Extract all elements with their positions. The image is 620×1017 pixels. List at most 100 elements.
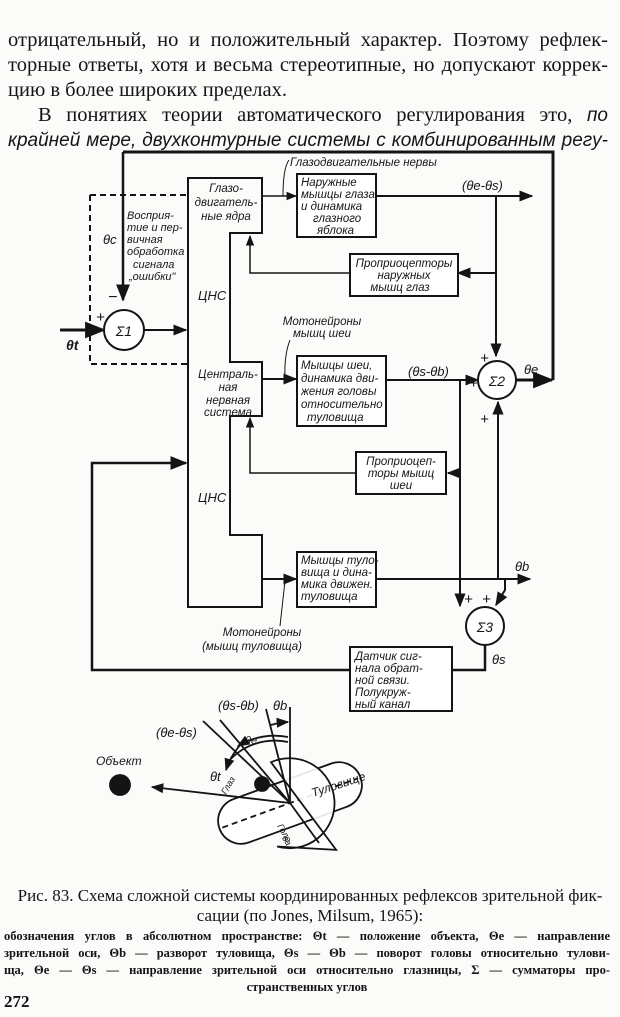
angle-label-theta-b: θb (273, 698, 287, 713)
svg-text:динамика дви-: динамика дви- (301, 373, 379, 385)
svg-text:Централь-: Централь- (198, 369, 258, 381)
svg-text:мика движен.: мика движен. (301, 579, 373, 591)
head-label: ва (280, 834, 293, 847)
trunk-to-sum3 (495, 579, 508, 607)
sum2-plus-top: + (480, 350, 489, 367)
angle-label-theta-e: θe (245, 735, 257, 747)
axis-line-1 (202, 720, 291, 804)
cns-upper-label: ЦНС (198, 288, 227, 303)
sum2-plus-bottom: + (480, 411, 489, 428)
text-line: цию в более широких пределах. (8, 79, 287, 101)
svg-text:Мышцы туло-: Мышцы туло- (301, 555, 379, 567)
feedback-line-theta-e (123, 150, 555, 380)
svg-text:Мышцы шеи,: Мышцы шеи, (301, 360, 372, 372)
svg-text:мышцы глаза: мышцы глаза (301, 189, 375, 201)
text-line: В понятиях теории автоматического регули… (8, 103, 608, 128)
neck-proprio-return (245, 416, 356, 474)
svg-text:Восприя-: Восприя- (127, 210, 174, 222)
neck-proprio-box (355, 451, 447, 495)
svg-text:Наружные: Наружные (301, 177, 357, 189)
eye-muscles-box (296, 173, 377, 238)
svg-text:яблока: яблока (316, 225, 354, 237)
svg-text:двигатель-: двигатель- (195, 197, 258, 209)
theta-c-label: θc (103, 232, 117, 247)
cns-block (187, 177, 263, 608)
caption-title-line: сации (по Jones, Milsum, 1965): (196, 906, 424, 925)
svg-text:ная: ная (219, 382, 238, 394)
svg-text:„ошибки": „ошибки" (128, 271, 177, 283)
line-of-sight (150, 783, 291, 804)
sum1-label: Σ1 (115, 323, 132, 339)
svg-text:Датчик сиг-: Датчик сиг- (353, 651, 422, 663)
sum1-node (103, 309, 145, 351)
caption-title-line: Рис. 83. Схема сложной системы координир… (17, 886, 603, 905)
sum3-plus-left: + (464, 591, 473, 608)
body-paragraph: отрицательный, но и положительный характ… (8, 28, 608, 153)
svg-text:(мышц туловища): (мышц туловища) (202, 641, 302, 653)
svg-text:нервная: нервная (206, 395, 250, 407)
feedback-sensor-label: Датчик сиг- нала обрат- ной связи. Полук… (353, 651, 423, 711)
svg-text:ной связи.: ной связи. (355, 675, 410, 687)
text-line: торные ответы, хотя и весьма стереотипны… (8, 54, 608, 76)
oculomotor-nerves-label: Глазодвигательные нервы (290, 157, 437, 169)
text-line-italic: крайней мере, двухконтурные системы с ко… (8, 130, 608, 151)
reflex-control-diagram: Σ1 Σ2 Σ3 Глазо- двигатель- ные ядра ЦНС … (60, 150, 555, 851)
sum3-node (465, 606, 505, 646)
eye-muscles-label: Наружные мышцы глаза и динамика глазного… (301, 177, 375, 237)
trunk-muscles-label: Мышцы туло- вища и дина- мика движен. ту… (301, 555, 379, 603)
theta-e-output-label: θe (524, 362, 538, 377)
sum1-plus: + (96, 309, 105, 326)
svg-text:сигнала: сигнала (133, 259, 174, 271)
eye-icon (254, 776, 270, 792)
axis-line-3 (265, 708, 291, 804)
eye-proprio-return (245, 234, 350, 274)
svg-text:торы мышц: торы мышц (368, 468, 435, 480)
angle-label-s-minus-b: (θs-θb) (218, 698, 259, 713)
svg-text:ный канал: ный канал (355, 699, 411, 711)
trunk-motoneurons-label: Мотонейроны (мышц туловища) (202, 627, 302, 653)
svg-text:нала обрат-: нала обрат- (355, 663, 423, 675)
svg-text:мышц шеи: мышц шеи (293, 328, 352, 340)
svg-text:тие и пер-: тие и пер- (127, 222, 183, 234)
arc-theta-b (270, 717, 290, 728)
neck-muscles-box (296, 355, 387, 427)
cns-lower-label: ЦНС (198, 490, 227, 505)
neck-proprio-label: Проприоцеп- торы мышц шеи (366, 456, 436, 492)
theta-e-minus-s-label: (θe-θs) (462, 178, 503, 193)
angle-geometry (109, 707, 363, 851)
svg-text:и динамика: и динамика (301, 201, 362, 213)
neck-motoneurons-label: Мотонейроны мышц шеи (283, 316, 362, 340)
svg-text:ные ядра: ные ядра (201, 211, 251, 223)
arc-outer (227, 739, 289, 763)
sum2-label: Σ2 (488, 373, 505, 389)
legend-line: странственных углов (246, 980, 368, 994)
svg-text:Мотонейроны: Мотонейроны (283, 316, 362, 328)
theta-s-label: θs (492, 652, 506, 667)
svg-text:система: система (204, 407, 252, 419)
text-italic: по (586, 105, 608, 126)
feedback-sensor-box (349, 646, 453, 712)
text-regular: В понятиях теории автоматического регули… (38, 104, 573, 126)
sum1-minus: − (108, 289, 117, 306)
svg-text:обработка: обработка (127, 246, 184, 258)
legend-line: зрительной оси, Θb — разворот туловища, … (4, 946, 610, 960)
sum2-plus-left: + (469, 375, 478, 392)
svg-text:Полукруж-: Полукруж- (355, 687, 411, 699)
page-number: 272 (4, 992, 30, 1011)
figure-caption: Рис. 83. Схема сложной системы координир… (0, 886, 620, 926)
text-line: отрицательный, но и положительный характ… (8, 29, 608, 51)
axis-line-2 (219, 719, 291, 804)
svg-text:наружных: наружных (377, 270, 431, 282)
svg-text:шеи: шеи (390, 480, 413, 492)
object-icon (109, 774, 131, 796)
sum3-label: Σ3 (476, 619, 493, 635)
eye-proprio-label: Проприоцепторы наружных мышц глаз (356, 258, 453, 294)
svg-text:мышц глаз: мышц глаз (370, 282, 430, 294)
perception-label: Восприя- тие и пер- вичная обработка сиг… (127, 210, 184, 283)
theta-s-minus-b-label: (θs-θb) (408, 364, 449, 379)
svg-text:жения головы: жения головы (300, 386, 377, 398)
head-shape (269, 757, 339, 851)
arc-theta-t (224, 740, 245, 772)
legend-line: обозначения углов в абсолютном пространс… (4, 929, 610, 943)
neck-muscles-label: Мышцы шеи, динамика дви- жения головы от… (300, 360, 383, 424)
